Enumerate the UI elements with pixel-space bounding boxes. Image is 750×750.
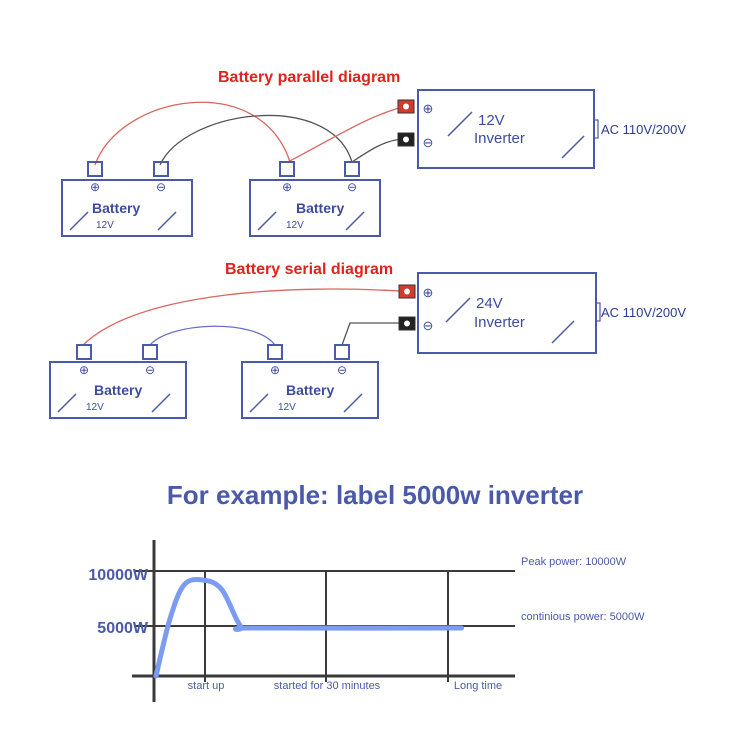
parallel-battery-2: ⊕ ⊖ Battery 12V — [249, 161, 381, 237]
serial-title: Battery serial diagram — [225, 261, 393, 278]
example-title: For example: label 5000w inverter — [167, 480, 583, 510]
inverter-label: Inverter — [474, 130, 525, 147]
plus-icon: ⊕ — [90, 180, 100, 194]
minus-icon: ⊖ — [156, 180, 166, 194]
battery-label: Battery — [92, 200, 140, 216]
ac-output-label: AC 110V/200V — [601, 305, 686, 320]
y-tick-label: 5000W — [97, 620, 149, 637]
minus-icon: ⊖ — [423, 135, 434, 150]
minus-icon: ⊖ — [337, 363, 347, 377]
serial-battery-2: ⊕ ⊖ Battery 12V — [241, 344, 379, 419]
power-series-line — [153, 576, 464, 679]
battery-label: Battery — [94, 382, 142, 398]
parallel-inverter: ⊕ ⊖ 12V Inverter AC 110V/200V — [397, 89, 686, 169]
x-label: started for 30 minutes — [274, 680, 381, 692]
serial-wire-pos-inverter — [82, 288, 400, 346]
inverter-label: Inverter — [474, 314, 525, 331]
x-label: Long time — [454, 680, 502, 692]
serial-battery-1: ⊕ ⊖ Battery 12V — [49, 344, 187, 419]
serial-wire-battery-link — [149, 325, 276, 346]
battery-label: Battery — [296, 200, 344, 216]
minus-icon: ⊖ — [423, 318, 434, 333]
battery-voltage: 12V — [278, 402, 296, 413]
battery-voltage: 12V — [286, 220, 304, 231]
ac-output-label: AC 110V/200V — [601, 122, 686, 137]
power-chart: 10000W 5000W start up started for 30 min… — [88, 540, 645, 702]
plus-icon: ⊕ — [423, 285, 434, 300]
parallel-wire-neg-inverter — [351, 138, 404, 163]
plus-icon: ⊕ — [423, 101, 434, 116]
battery-label: Battery — [286, 382, 334, 398]
x-label: start up — [188, 680, 225, 692]
parallel-title: Battery parallel diagram — [218, 69, 400, 86]
parallel-wire-pos-inverter — [287, 106, 404, 163]
battery-voltage: 12V — [96, 220, 114, 231]
inverter-voltage: 24V — [476, 295, 503, 312]
plus-icon: ⊕ — [282, 180, 292, 194]
plus-icon: ⊕ — [270, 363, 280, 377]
minus-icon: ⊖ — [145, 363, 155, 377]
plus-icon: ⊕ — [79, 363, 89, 377]
parallel-wire-neg-link — [159, 114, 353, 166]
minus-icon: ⊖ — [347, 180, 357, 194]
parallel-battery-1: ⊕ ⊖ Battery 12V — [61, 161, 193, 237]
battery-voltage: 12V — [86, 402, 104, 413]
inverter-voltage: 12V — [478, 112, 505, 129]
serial-inverter: ⊕ ⊖ 24V Inverter AC 110V/200V — [398, 272, 686, 354]
serial-wire-neg-inverter — [341, 322, 399, 346]
continuous-power-annotation: continious power: 5000W — [521, 611, 645, 623]
parallel-wire-pos-link — [94, 101, 291, 166]
peak-power-annotation: Peak power: 10000W — [521, 556, 627, 568]
y-tick-label: 10000W — [88, 567, 148, 584]
